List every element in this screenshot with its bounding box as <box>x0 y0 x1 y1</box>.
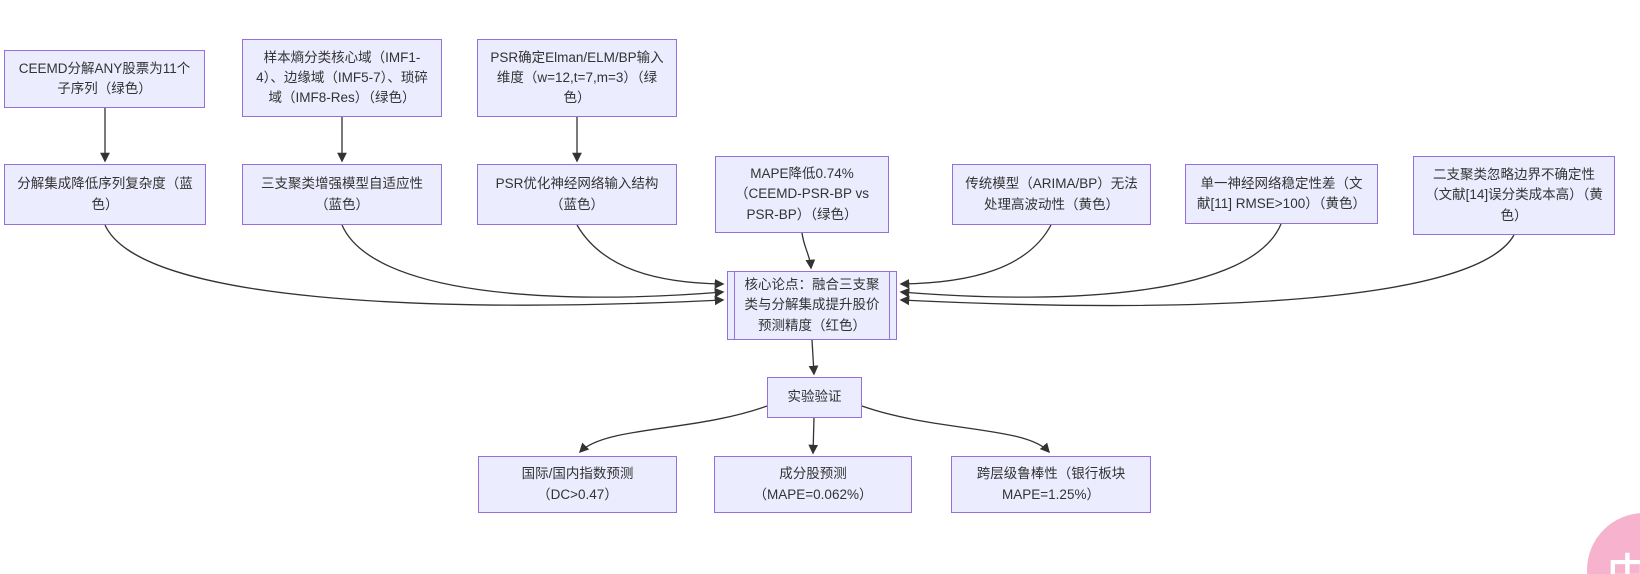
node-experiment-validation: 实验验证 <box>767 377 862 418</box>
node-label: 实验验证 <box>787 389 842 405</box>
node-label: 分解集成降低序列复杂度（蓝色） <box>17 176 193 212</box>
edge-traditional-core <box>899 224 1052 289</box>
node-label: 成分股预测（MAPE=0.062%） <box>753 466 873 502</box>
edge-experiment-robust <box>861 405 1050 454</box>
node-psr-optimization: PSR优化神经网络输入结构（蓝色） <box>477 164 677 225</box>
node-single-nn-instability: 单一神经网络稳定性差（文献[11] RMSE>100）（黄色） <box>1185 164 1378 224</box>
edge-singlenn-core <box>899 223 1282 298</box>
node-decomposition-ensemble: 分解集成降低序列复杂度（蓝色） <box>4 164 206 225</box>
node-label: CEEMD分解ANY股票为11个子序列（绿色） <box>18 60 191 96</box>
node-label: 跨层级鲁棒性（银行板块 MAPE=1.25%） <box>976 466 1126 502</box>
node-label: 二支聚类忽略边界不确定性（文献[14]误分类成本高）（黄色） <box>1425 167 1603 223</box>
node-index-prediction: 国际/国内指数预测（DC>0.47） <box>478 456 677 513</box>
edge-threeway-core <box>341 224 725 298</box>
translate-fab-label: 中A <box>1607 552 1640 574</box>
node-cross-level-robustness: 跨层级鲁棒性（银行板块 MAPE=1.25%） <box>951 456 1151 513</box>
node-label: 核心论点：融合三支聚类与分解集成提升股价预测精度（红色） <box>744 277 880 333</box>
node-label: MAPE降低0.74%（CEEMD-PSR-BP vs PSR-BP）（绿色） <box>734 166 870 222</box>
node-label: PSR确定Elman/ELM/BP输入维度（w=12,t=7,m=3）（绿色） <box>490 49 664 106</box>
edge-mape-core <box>801 232 816 270</box>
edge-twoway-core <box>899 234 1515 307</box>
node-label: 单一神经网络稳定性差（文献[11] RMSE>100）（黄色） <box>1197 175 1366 211</box>
node-three-way-clustering: 三支聚类增强模型自适应性（蓝色） <box>242 164 442 225</box>
node-label: 国际/国内指数预测（DC>0.47） <box>521 466 634 502</box>
node-label: 三支聚类增强模型自适应性（蓝色） <box>261 176 423 212</box>
node-psr-input-dimension: PSR确定Elman/ELM/BP输入维度（w=12,t=7,m=3）（绿色） <box>477 39 677 117</box>
node-ceemd-decomposition: CEEMD分解ANY股票为11个子序列（绿色） <box>4 50 205 108</box>
node-two-way-clustering: 二支聚类忽略边界不确定性（文献[14]误分类成本高）（黄色） <box>1413 156 1615 235</box>
node-mape-reduction: MAPE降低0.74%（CEEMD-PSR-BP vs PSR-BP）（绿色） <box>715 156 889 233</box>
node-traditional-models: 传统模型（ARIMA/BP）无法处理高波动性（黄色） <box>952 164 1151 225</box>
edge-psropt-core <box>576 224 725 289</box>
edge-experiment-stock <box>808 417 819 455</box>
node-label: 传统模型（ARIMA/BP）无法处理高波动性（黄色） <box>965 176 1138 212</box>
edge-experiment-index <box>578 405 768 454</box>
edge-core-experiment <box>808 339 819 376</box>
node-label: PSR优化神经网络输入结构（蓝色） <box>495 176 659 212</box>
node-sample-entropy: 样本熵分类核心域（IMF1-4）、边缘域（IMF5-7）、琐碎域（IMF8-Re… <box>242 39 442 117</box>
edge-decomp-core <box>104 224 725 306</box>
node-stock-prediction: 成分股预测（MAPE=0.062%） <box>714 456 912 513</box>
node-label: 样本熵分类核心域（IMF1-4）、边缘域（IMF5-7）、琐碎域（IMF8-Re… <box>256 49 428 106</box>
translate-floating-button[interactable]: 中A <box>1587 513 1640 574</box>
node-core-thesis: 核心论点：融合三支聚类与分解集成提升股价预测精度（红色） <box>727 271 897 340</box>
